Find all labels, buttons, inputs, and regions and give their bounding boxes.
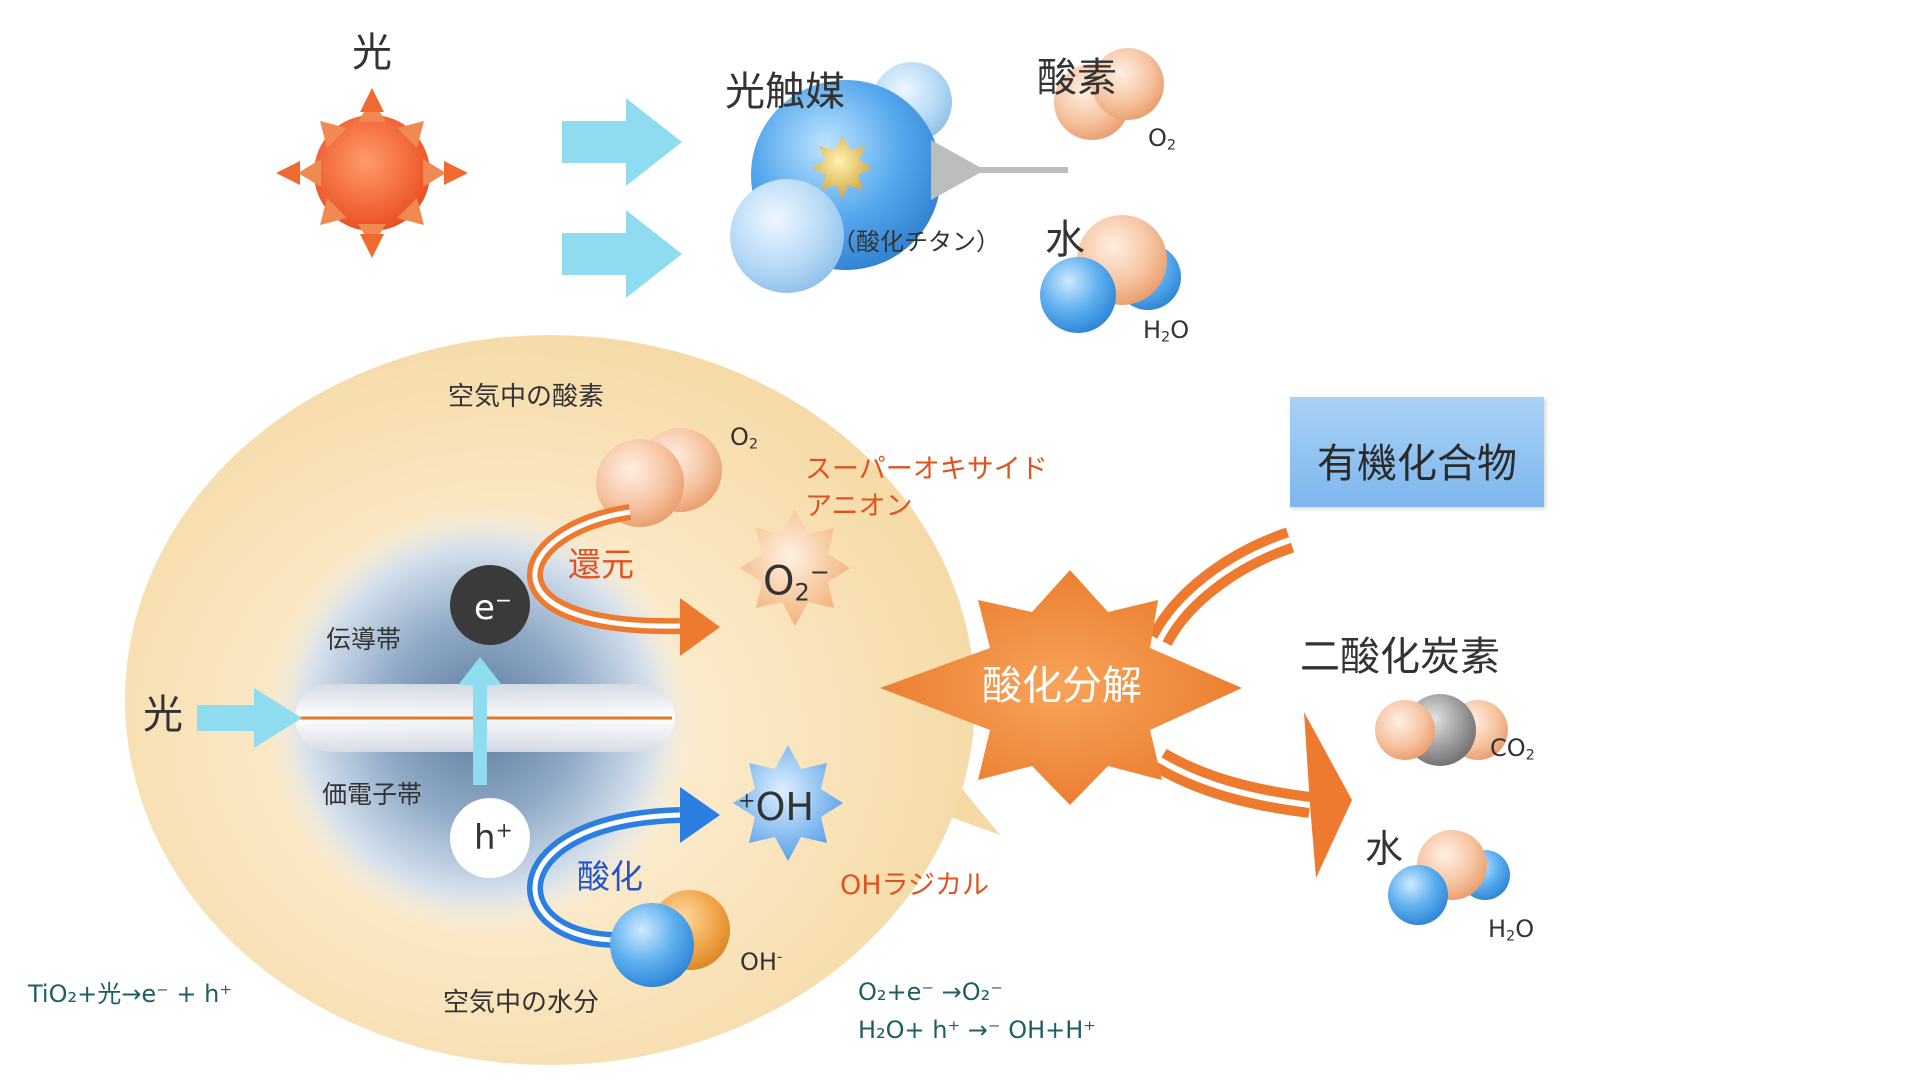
superoxide-anion-icon [740, 510, 850, 626]
conduction-band-label: 伝導帯 [326, 625, 402, 654]
oxidative-decomposition-label: 酸化分解 [982, 663, 1142, 709]
photocatalyst-sphere [730, 62, 952, 293]
hydroxide-molecule-icon [610, 890, 730, 987]
air-moisture-label: 空気中の水分 [443, 988, 600, 1018]
electron-icon [450, 565, 530, 645]
organic-compounds-box: 有機化合物 [1290, 397, 1544, 507]
water-label: 水 [1045, 217, 1085, 263]
star-icon [812, 136, 872, 199]
oxygen-molecule-icon [596, 428, 722, 527]
hole-icon [450, 798, 530, 878]
equation-2: O₂+e⁻ →O₂⁻ [858, 978, 1003, 1006]
light-arrow-icon [197, 688, 302, 748]
oh-radical-icon [733, 745, 843, 861]
oxygen-molecule-icon [1054, 48, 1164, 140]
sun-icon [276, 88, 468, 258]
oxidation-arrow-icon [527, 787, 720, 948]
water-molecule-icon [1040, 215, 1181, 333]
photocatalyst-label: 光触媒 [725, 69, 845, 115]
water-molecule-icon [1388, 830, 1510, 925]
light-input-label: 光 [143, 692, 183, 738]
product-water-label: 水 [1365, 827, 1404, 871]
hole-symbol: h+ [474, 818, 513, 859]
oh-radical-label: OHラジカル [840, 870, 990, 901]
oxygen-label: 酸素 [1037, 55, 1117, 101]
water-formula: H2O [1143, 316, 1190, 346]
excitation-arrow-icon [458, 657, 502, 785]
oxygen-formula: O2 [1148, 124, 1177, 154]
air-oxygen-label: 空気中の酸素 [448, 382, 605, 412]
organic-input-arrow-icon [1148, 527, 1295, 647]
hydroxide-formula: OH- [740, 948, 783, 976]
oxidative-decomposition-burst [880, 570, 1242, 805]
oxidation-label: 酸化 [577, 857, 643, 896]
light-arrow-icon [562, 210, 682, 298]
titanium-oxide-label: （酸化チタン） [832, 228, 1000, 256]
carbon-dioxide-molecule-icon [1375, 694, 1508, 766]
decomposition-output-arrow-icon [1153, 712, 1352, 878]
equation-3: H₂O+ h⁺ →⁻ OH+H⁺ [858, 1016, 1096, 1044]
oh-radical-symbol: +OH [738, 785, 814, 829]
light-label: 光 [352, 30, 392, 76]
valence-band-label: 価電子帯 [322, 780, 423, 809]
superoxide-label-line2: アニオン [805, 491, 913, 522]
reduction-label: 還元 [568, 545, 634, 584]
co2-formula: CO2 [1490, 734, 1535, 764]
superoxide-symbol: O2− [763, 558, 830, 607]
product-water-formula: H2O [1488, 915, 1535, 945]
electron-symbol: e− [474, 588, 513, 629]
reduction-arrow-icon [526, 504, 720, 656]
light-arrow-icon [562, 98, 682, 186]
superoxide-label-line1: スーパーオキサイド [805, 454, 1048, 485]
o2-formula: O2 [730, 423, 759, 453]
equation-1: TiO₂+光→e⁻ + h⁺ [28, 980, 232, 1008]
carbon-dioxide-label: 二酸化炭素 [1300, 634, 1500, 680]
organic-compounds-label: 有機化合物 [1317, 441, 1517, 487]
